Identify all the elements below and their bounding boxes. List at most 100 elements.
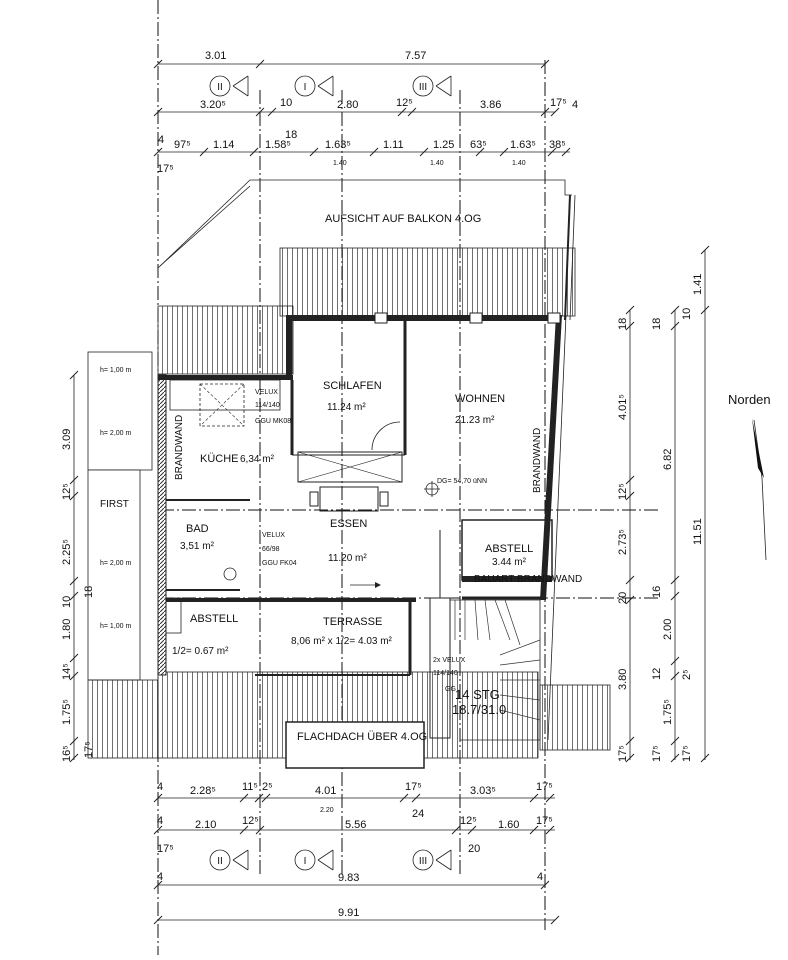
right-dimensions: 18 4.01⁵ 12⁵ 2.73⁵ 20 3.80 17⁵ 18 6.82 1…	[617, 245, 710, 763]
dim-label: 17⁵	[405, 781, 422, 793]
dim-label: 10	[681, 308, 693, 320]
dim-label: 20	[617, 592, 629, 604]
room-terrasse: TERRASSE	[323, 616, 382, 628]
room-abstell-small: ABSTELL	[190, 613, 238, 625]
first-label: FIRST	[100, 499, 129, 510]
room-essen: ESSEN	[330, 518, 367, 530]
dim-label: 4.01	[315, 785, 336, 797]
room-area: 11.24 m²	[327, 402, 366, 413]
room-area: 3,51 m²	[180, 541, 215, 552]
dim-label: 97⁵	[174, 139, 191, 151]
dim-top-2: 7.57	[405, 50, 426, 62]
dim-label: 3.80	[617, 669, 629, 690]
dim-label: 2.80	[337, 99, 358, 111]
dim-label: 1.63⁵	[510, 139, 536, 151]
bottom-dimensions: 4 2.28⁵ 11⁵ 2⁵ 4.01 17⁵ 3.03⁵ 17⁵ 2.20 2…	[153, 781, 560, 925]
stairs: 14 STG 18.7/31.0	[450, 599, 541, 741]
room-area: 21.23 m²	[455, 415, 495, 426]
dim-label: 17⁵	[681, 745, 693, 762]
dim-label: 17⁵	[617, 745, 629, 762]
room-schlafen: SCHLAFEN	[323, 380, 382, 392]
dim-label: 1.25	[433, 139, 454, 151]
dim-label: 1.14	[213, 139, 234, 151]
dim-label: 2.25⁵	[61, 539, 73, 565]
dim-label: 10	[280, 97, 292, 109]
dim-label: 17⁵	[536, 781, 553, 793]
height-note: h= 2,00 m	[100, 430, 131, 437]
left-dimensions: 3.09 12⁵ 2.25⁵ 10 18 1.80 14⁵ 1.75⁵ 16⁵ …	[61, 370, 95, 763]
dim-label: 2.10	[195, 819, 216, 831]
axis-label: I	[304, 856, 307, 867]
room-area: 11.20 m²	[328, 553, 367, 564]
dim-label: 17⁵	[157, 163, 174, 175]
brandwand-label: BRANDWAND	[174, 415, 185, 480]
dim-label: 12⁵	[61, 483, 73, 500]
dim-label: 1.75⁵	[662, 699, 674, 725]
dim-label: 12⁵	[242, 815, 259, 827]
dim-label: 4	[158, 134, 164, 146]
dim-label: 12⁵	[396, 97, 413, 109]
velux-note: 2x VELUX	[433, 657, 466, 664]
dim-label: 1.63⁵	[325, 139, 351, 151]
brandwand-label: BRANDWAND	[532, 428, 543, 493]
dim-label: 4	[572, 99, 578, 111]
axis-label: II	[217, 856, 223, 867]
axis-label: III	[419, 82, 427, 93]
room-area: 8,06 m² x 1/2= 4.03 m²	[291, 636, 393, 647]
dim-label: 4	[157, 871, 163, 883]
dim-sub: 2.20	[320, 807, 334, 814]
dim-label: 14⁵	[61, 663, 73, 680]
dim-label: 3.20⁵	[200, 99, 226, 111]
dim-label: 17⁵	[550, 97, 567, 109]
axis-label: III	[419, 856, 427, 867]
dim-sub: 1.40	[333, 160, 347, 167]
room-labels: SCHLAFEN 11.24 m² WOHNEN 21.23 m² KÜCHE …	[172, 380, 582, 693]
dim-label: 3.03⁵	[470, 785, 496, 797]
dim-label: 17⁵	[536, 815, 553, 827]
dim-label: 4	[537, 871, 543, 883]
velux-note: VELUX	[255, 389, 278, 396]
dim-label: 17⁵	[651, 745, 663, 762]
dim-label: 2⁵	[262, 781, 273, 793]
dim-label: 1.58⁵	[265, 139, 291, 151]
dim-label: 4.01⁵	[617, 394, 629, 420]
axis-label: I	[304, 82, 307, 93]
dim-label: 4	[157, 815, 163, 827]
dim-label: 9.91	[338, 907, 359, 919]
dim-label: 6.82	[662, 449, 674, 470]
dim-label: 4	[157, 781, 163, 793]
dim-label: 10	[61, 596, 73, 608]
dim-label: 12⁵	[617, 483, 629, 500]
dim-sub: 1.40	[430, 160, 444, 167]
dim-label: 1.75⁵	[61, 699, 73, 725]
stairs-label: 14 STG	[455, 687, 500, 702]
height-note: h= 1,00 m	[100, 367, 131, 374]
dim-label: 18	[651, 318, 663, 330]
dim-label: 5.56	[345, 819, 366, 831]
dim-label: 20	[468, 843, 480, 855]
height-note: h= 2,00 m	[100, 560, 131, 567]
dim-label: 18	[285, 129, 297, 141]
room-area: 6,34 m²	[240, 454, 275, 465]
section-markers-top: II I III	[209, 75, 452, 97]
top-dimensions: 3.01 7.57 3.20⁵ 10 18 2.80 12⁵ 3.86 17⁵ …	[153, 50, 578, 175]
axis-label: II	[217, 82, 223, 93]
north-arrow-icon	[752, 418, 764, 478]
section-markers-bottom: II I III	[209, 849, 452, 871]
dim-label: 3.09	[61, 429, 73, 450]
dg-level: DG= 54,70 üNN	[437, 478, 487, 485]
walls	[157, 312, 567, 741]
dim-label: 63⁵	[470, 139, 487, 151]
dim-sub: 24	[412, 808, 424, 820]
velux-note: VELUX	[262, 532, 285, 539]
balcony-view: AUFSICHT AUF BALKON 4.OG	[157, 179, 576, 375]
dim-label: 17⁵	[83, 741, 95, 758]
dim-label: 1.11	[383, 139, 404, 151]
dim-label: 2⁵	[681, 669, 693, 680]
dim-label: 1.41	[692, 274, 704, 295]
velux-note: GGU FK04	[262, 560, 297, 567]
north-arrow: Norden	[728, 392, 771, 561]
dim-label: 1.80	[61, 619, 73, 640]
dim-label: 11⁵	[242, 781, 258, 793]
